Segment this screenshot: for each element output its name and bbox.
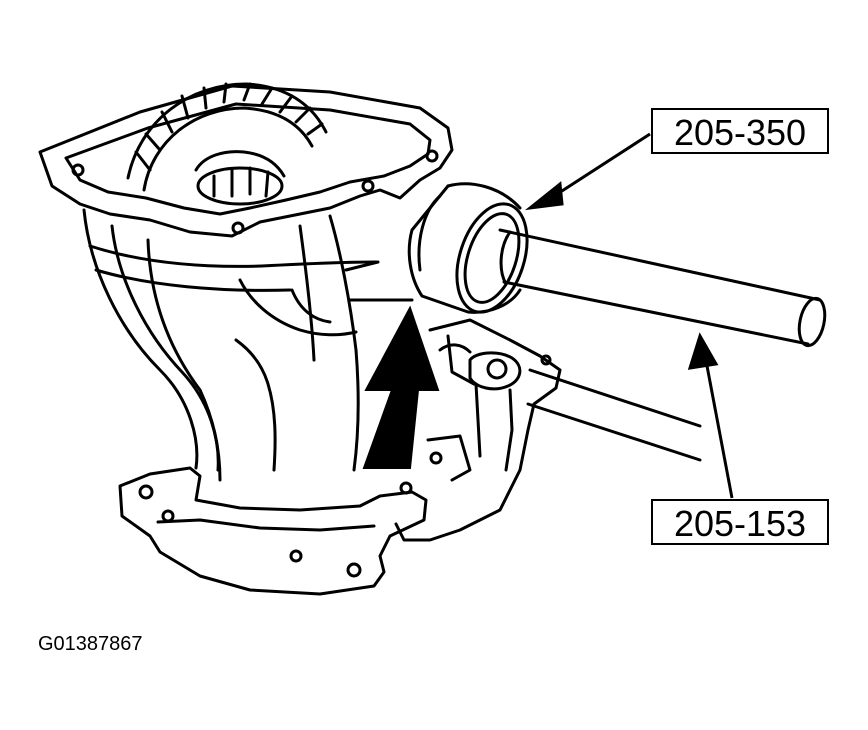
handle-shaft: [498, 228, 827, 348]
leader-arrowhead-205-350: [524, 181, 564, 211]
callout-label-205-153: 205-153: [673, 503, 807, 544]
leader-line-205-153: [702, 349, 734, 499]
mounting-base: [118, 451, 443, 596]
callout-box-205-153: 205-153: [651, 499, 829, 545]
axle-flange: [394, 318, 702, 542]
ring-gear: [126, 82, 328, 206]
installer-cup: [407, 182, 529, 314]
callout-box-205-350: 205-350: [651, 108, 829, 154]
callout-label-205-350: 205-350: [673, 112, 807, 153]
carrier-housing-body: [82, 208, 414, 482]
figure-id: G01387867: [38, 633, 143, 655]
leader-arrowhead-205-153: [687, 332, 719, 370]
leader-line-205-350: [547, 132, 651, 202]
carrier-housing-flange: [38, 84, 454, 238]
direction-arrow: [362, 305, 440, 469]
